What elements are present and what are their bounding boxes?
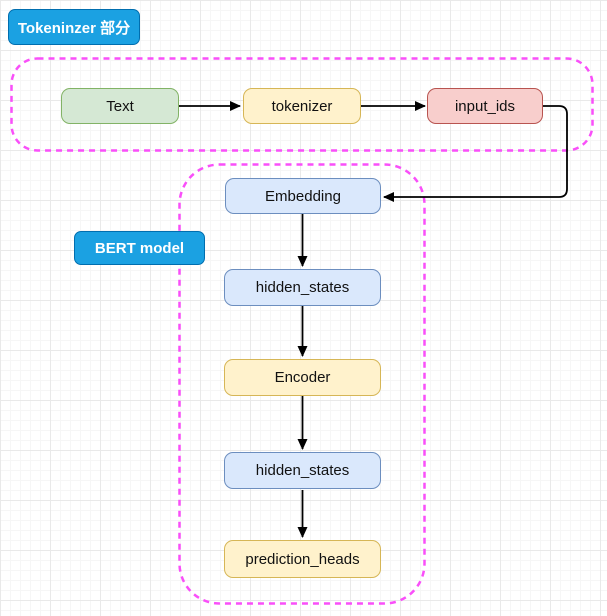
node-hidden-states-bottom[interactable]: hidden_states [224, 452, 381, 489]
tokenizer-section-container[interactable] [10, 57, 594, 152]
bert-model-label[interactable]: BERT model [74, 231, 205, 265]
node-embedding[interactable]: Embedding [225, 178, 381, 214]
tokenizer-section-label[interactable]: Tokeninzer 部分 [8, 9, 140, 45]
node-input-ids[interactable]: input_ids [427, 88, 543, 124]
node-tokenizer[interactable]: tokenizer [243, 88, 361, 124]
node-text[interactable]: Text [61, 88, 179, 124]
node-encoder[interactable]: Encoder [224, 359, 381, 396]
bert-model-container[interactable] [178, 163, 426, 605]
node-hidden-states-top[interactable]: hidden_states [224, 269, 381, 306]
node-prediction-heads[interactable]: prediction_heads [224, 540, 381, 578]
arrow-input-ids-to-embedding[interactable] [383, 105, 568, 202]
